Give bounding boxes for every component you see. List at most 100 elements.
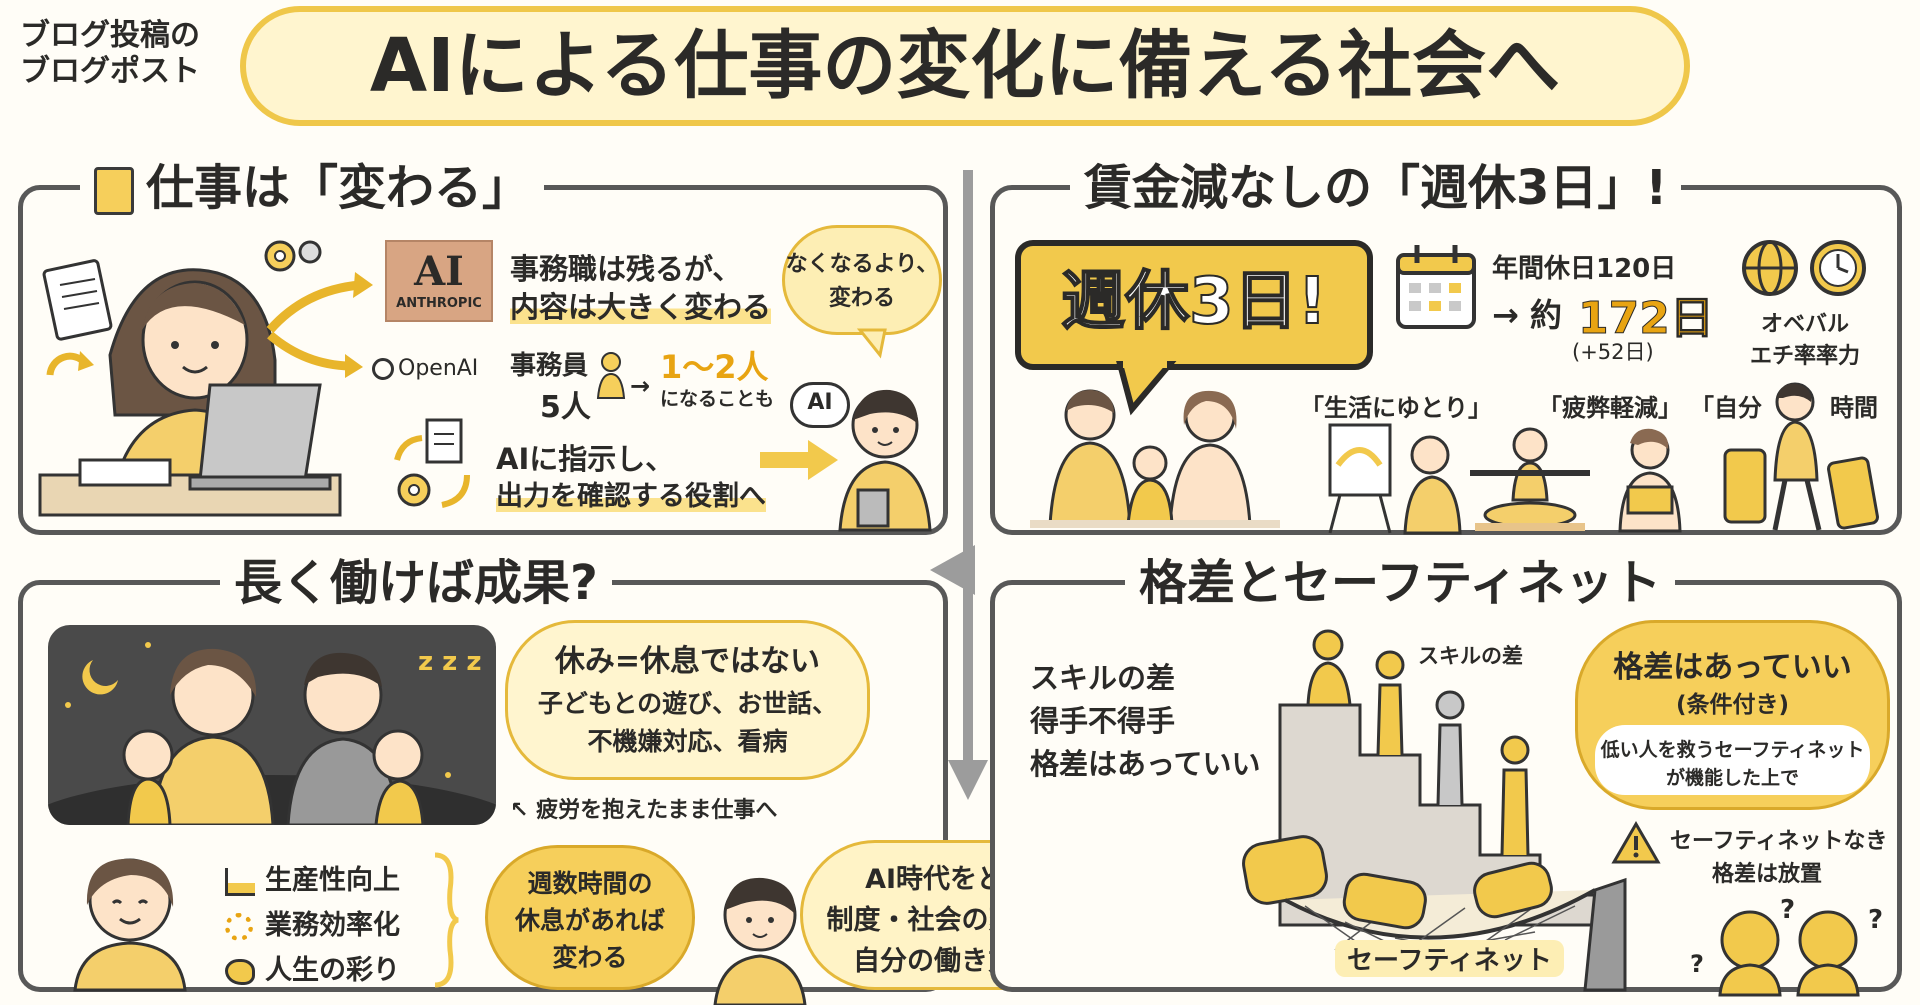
panel1-bubble-line1: なくなるより、 (785, 252, 939, 277)
chart-up-icon (225, 867, 255, 896)
safety-net-label-text: セーフティネット (1347, 946, 1552, 976)
openai-label: OpenAI (398, 356, 479, 381)
role-line2-text: 出力を確認する役割へ (496, 481, 766, 512)
woman-at-laptop-illustration (38, 259, 342, 517)
openai-icon (372, 358, 394, 380)
clock-icon (1810, 240, 1866, 296)
benefit-3: 「自分 (1690, 394, 1762, 422)
safety-net-label: セーフティネット (1335, 940, 1564, 977)
holidays-label: 年間休日120日 (1492, 254, 1677, 284)
holidays-diff: (+52日) (1572, 340, 1654, 364)
warning-line1: セーフティネットなき (1670, 829, 1888, 854)
holidays-new: 172日 (1578, 293, 1715, 345)
anthropic-logo-mark: AI (414, 248, 464, 295)
rest-hours-bubble (485, 845, 695, 990)
confused-people-illustration (1718, 910, 1860, 997)
four-day-week-bubble (1015, 240, 1373, 370)
panel1-bubble-line2: 変わる (828, 286, 895, 311)
header-tag-line2: ブログポスト (20, 54, 200, 89)
yoga-illustration (1470, 427, 1590, 531)
arrow-to-openai (267, 331, 363, 378)
fatigue-note-text: 疲労を抱えたまま仕事へ (536, 798, 778, 823)
benefit-productivity: 生産性向上 (225, 858, 400, 897)
divider-arrow-left (930, 545, 975, 595)
man-illustration (713, 877, 807, 1005)
warning-icon (1611, 821, 1661, 864)
panel1-line2: 内容は大きく変わる (510, 284, 772, 326)
tired-parents-illustration (48, 642, 496, 825)
palette-icon (225, 958, 255, 985)
title-cloud (240, 6, 1690, 126)
result-note: になることも (660, 388, 775, 410)
benefit-3b: 時間 (1830, 394, 1878, 422)
panel3-title: 長く働けば成果? (220, 555, 612, 611)
role-arrow (760, 440, 838, 480)
benefit-2: 「疲弊軽減」 (1538, 394, 1682, 422)
family-illustration (1030, 389, 1280, 528)
night-scene: z z z (48, 625, 496, 825)
travel-illustration (1723, 382, 1879, 531)
question-mark-2: ? (1868, 905, 1884, 935)
ai-bubble-text: AI (807, 390, 833, 415)
openai-logo: OpenAI (372, 356, 478, 381)
rest-cloud (505, 620, 870, 780)
gear-icon (264, 240, 322, 272)
smiling-woman-illustration (73, 858, 187, 992)
role-line2: 出力を確認する役割へ (496, 474, 766, 513)
question-mark-1: ? (1780, 895, 1796, 925)
warning-line2: 格差は放置 (1712, 862, 1823, 887)
inequality-bubble-title: 格差はあっていい (1613, 650, 1852, 685)
rest-line2: 不機嫌対応、看病 (587, 727, 788, 756)
rest-line1: 子どもとの遊び、お世話、 (537, 689, 838, 718)
panel1-title: 仕事は「変わる」 (80, 160, 545, 216)
clerk-count: 5人 (540, 390, 591, 425)
memo-icon (94, 167, 134, 215)
anthropic-logo-label: ANTHROPIC (396, 296, 482, 311)
panel1-bubble (782, 225, 942, 335)
boy-with-tablet-illustration (838, 389, 932, 532)
panel2-title: 賃金減なしの「週休3日」! (1070, 160, 1682, 216)
panel1-line2-text: 内容は大きく変わる (510, 290, 772, 324)
panel1-title-text: 仕事は「変わる」 (146, 160, 531, 216)
arrow-to-anthropic (266, 272, 373, 333)
clerk-arrow: → (630, 372, 651, 400)
side-line1: オベバル (1760, 312, 1849, 337)
question-mark-3: ? (1690, 950, 1704, 978)
benefit-efficiency-text: 業務効率化 (265, 910, 400, 941)
role-line1: AIに指示し、 (496, 442, 675, 476)
stair-label: スキルの差 (1418, 644, 1523, 668)
refresh-arrows-icon (46, 351, 94, 376)
benefit-productivity-text: 生産性向上 (265, 865, 400, 896)
anthropic-logo: AI ANTHROPIC (385, 240, 493, 322)
rest-hours-line3: 変わる (552, 943, 628, 972)
reading-illustration (1618, 428, 1682, 533)
divider-arrow (948, 170, 988, 800)
benefit-efficiency: 業務効率化 (225, 903, 400, 942)
four-day-week-text: 週休3日! (1060, 264, 1328, 340)
ai-bubble (790, 382, 850, 428)
gear-small-icon (225, 912, 253, 941)
brace (434, 852, 459, 988)
inequality-bubble-line1: 低い人を救うセーフティネット (1600, 739, 1865, 761)
rest-hours-line1: 週数時間の (527, 869, 653, 898)
holidays-arrow: → 約 (1492, 296, 1562, 334)
left-line1: スキルの差 (1030, 661, 1176, 695)
panel4-title: 格差とセーフティネット (1125, 555, 1676, 611)
fatigue-note: ↖ 疲労を抱えたまま仕事へ (510, 798, 778, 823)
panel1-line1: 事務職は残るが、 (510, 252, 742, 286)
inequality-bubble-line2: が機能した上で (1665, 767, 1799, 789)
result-count: 1〜2人 (660, 348, 769, 386)
calendar-icon (1396, 245, 1476, 329)
rest-title: 休み=休息ではない (554, 644, 821, 679)
globe-icon (1742, 240, 1798, 296)
benefit-life-text: 人生の彩り (265, 955, 400, 986)
painting-illustration (1328, 423, 1462, 535)
person-icon (596, 352, 626, 399)
inequality-inner-box (1595, 725, 1870, 795)
panel1-bubble-tail (856, 328, 887, 359)
header-tag-line1: ブログ投稿の (20, 18, 200, 53)
inequality-bubble-sub: (条件付き) (1675, 692, 1790, 718)
benefit-life: 人生の彩り (225, 948, 400, 987)
side-line2: エチ率率力 (1749, 344, 1860, 369)
main-title: AIによる仕事の変化に備える社会へ (369, 23, 1561, 109)
